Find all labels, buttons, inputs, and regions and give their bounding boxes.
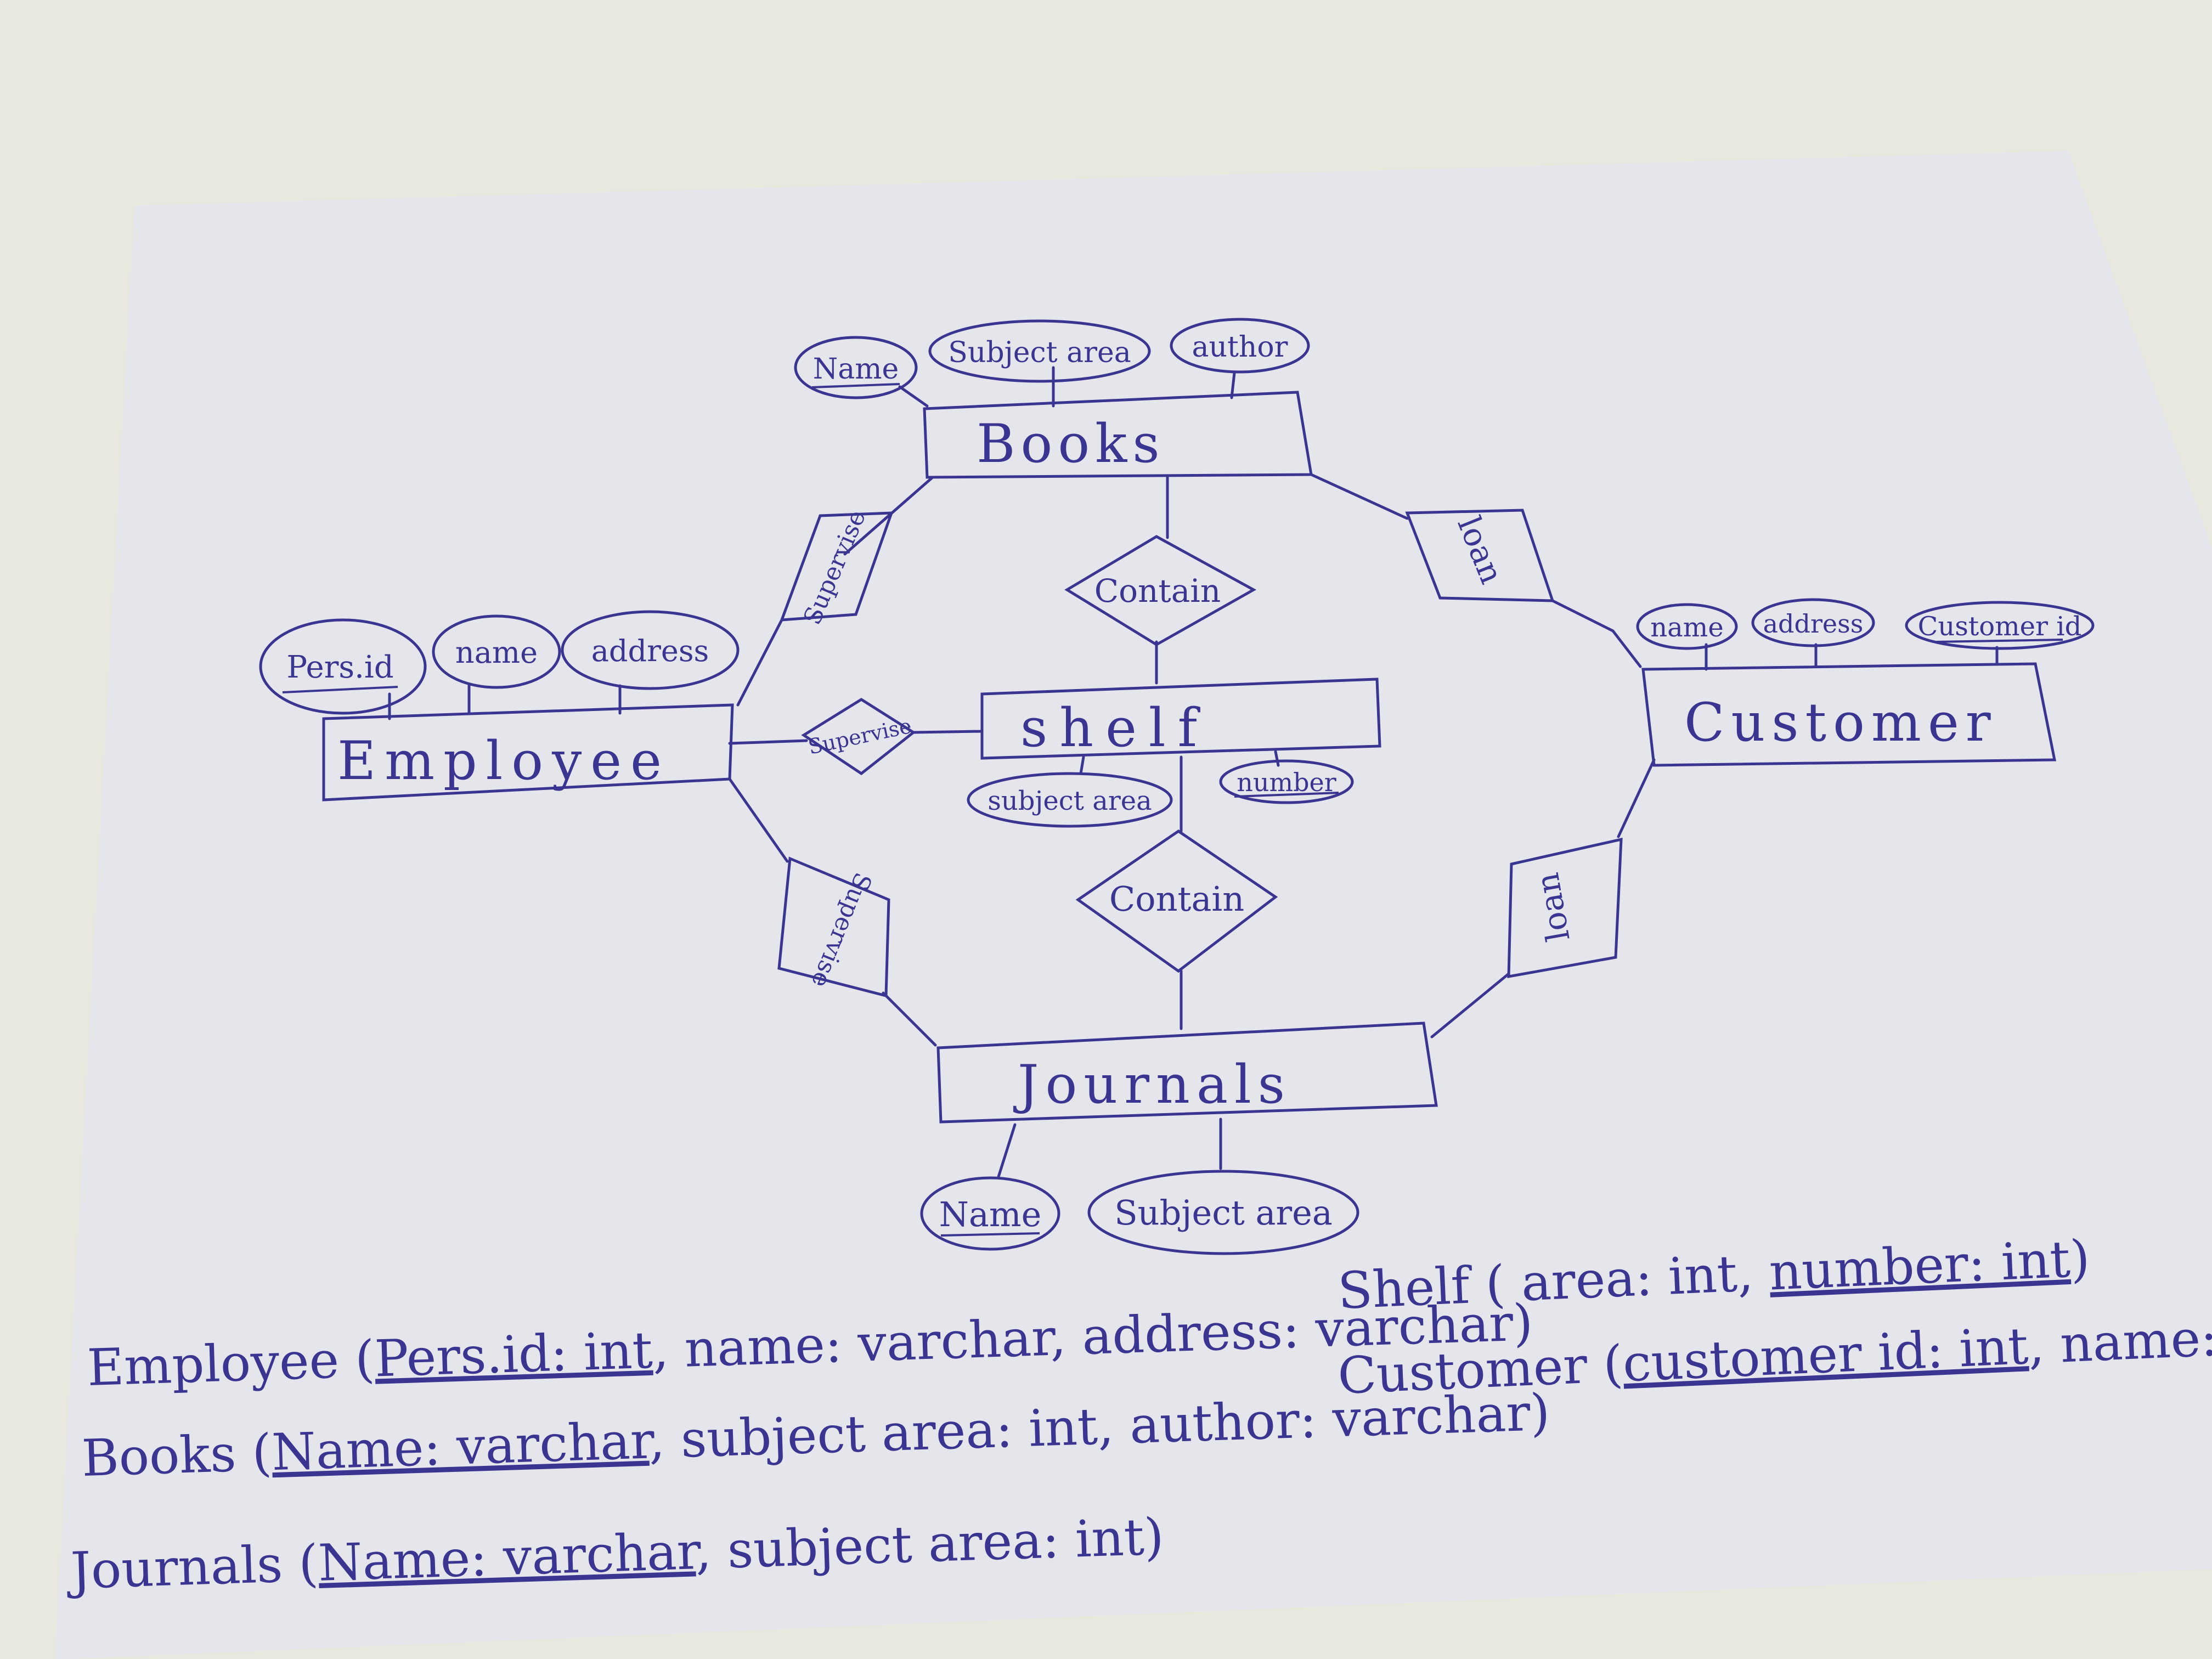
attribute-journals-subject-area-label: Subject area bbox=[1114, 1193, 1333, 1233]
attribute-books-author-label: author bbox=[1192, 331, 1288, 364]
connector-line bbox=[736, 618, 783, 707]
connector-line bbox=[997, 1123, 1017, 1178]
svg-text:Journals (Name: varchar, subje: Journals (Name: varchar, subject area: i… bbox=[65, 1507, 1165, 1600]
schema-books-key: Name: varchar bbox=[271, 1411, 656, 1482]
attribute-employee-name: name bbox=[432, 614, 561, 689]
attribute-customer-id: Customer id bbox=[1905, 601, 2095, 650]
connector-line bbox=[1551, 599, 1642, 668]
entity-books: Books bbox=[923, 391, 1313, 479]
schema-shelf-key: number: int bbox=[1768, 1230, 2072, 1302]
connector-line bbox=[728, 739, 808, 745]
attribute-shelf-subject-area-label: subject area bbox=[988, 786, 1152, 816]
schema-shelf-rest: ) bbox=[2069, 1229, 2091, 1288]
attribute-books-name: Name bbox=[794, 336, 918, 399]
entity-customer-label: Customer bbox=[1684, 692, 1997, 753]
attribute-key-underline bbox=[282, 686, 398, 693]
attribute-employee-name-label: name bbox=[455, 635, 538, 670]
attribute-customer-name: name bbox=[1636, 603, 1738, 650]
relationship-contain-top: Contain bbox=[1064, 535, 1257, 646]
attribute-employee-persid-label: Pers.id bbox=[286, 650, 393, 685]
attribute-books-subject-area: Subject area bbox=[928, 319, 1151, 383]
attribute-employee-address: address bbox=[561, 610, 740, 690]
connector-line bbox=[1310, 473, 1409, 520]
attribute-shelf-number: number bbox=[1219, 759, 1354, 804]
attribute-key-underline bbox=[1936, 639, 2063, 643]
relationship-contain-bottom-label: Contain bbox=[1109, 879, 1244, 919]
entity-journals-label: Journals bbox=[1013, 1054, 1291, 1115]
connector-lines bbox=[388, 366, 1999, 1178]
connector-line bbox=[1430, 972, 1510, 1039]
attribute-journals-subject-area: Subject area bbox=[1087, 1170, 1359, 1255]
connector-line bbox=[912, 730, 984, 734]
schema-employee-key: Pers.id: int bbox=[374, 1321, 653, 1389]
connector-line bbox=[843, 476, 934, 556]
entity-customer: Customer bbox=[1641, 662, 2057, 767]
entity-shelf-label: shelf bbox=[1020, 697, 1209, 759]
connector-line bbox=[882, 991, 937, 1047]
entity-journals: Journals bbox=[936, 1022, 1438, 1124]
connector-line bbox=[728, 777, 789, 863]
schema-journals-head: Journals ( bbox=[65, 1534, 319, 1600]
attribute-journals-name-label: Name bbox=[939, 1194, 1042, 1234]
attribute-employee-address-label: address bbox=[591, 634, 709, 668]
attribute-books-name-label: Name bbox=[813, 353, 899, 386]
connector-line bbox=[1274, 750, 1280, 767]
schema-books-head: Books ( bbox=[81, 1423, 273, 1488]
connector-line bbox=[898, 385, 929, 408]
schema-customer-head: Customer ( bbox=[1336, 1334, 1624, 1406]
attribute-key-underline bbox=[1234, 792, 1339, 798]
attribute-shelf-number-label: number bbox=[1237, 768, 1336, 797]
attribute-books-author: author bbox=[1170, 318, 1310, 374]
attribute-customer-name-label: name bbox=[1650, 612, 1723, 643]
attribute-shelf-subject-area: subject area bbox=[967, 772, 1173, 828]
connector-line bbox=[1079, 755, 1085, 775]
entity-books-label: Books bbox=[977, 413, 1165, 475]
attribute-key-underline bbox=[940, 1232, 1040, 1237]
attribute-customer-id-label: Customer id bbox=[1918, 611, 2082, 642]
relationship-contain-top-label: Contain bbox=[1094, 572, 1221, 610]
paper-sheet bbox=[55, 151, 2212, 1659]
attribute-books-subject-area-label: Subject area bbox=[948, 336, 1131, 369]
schema-journals: Journals (Name: varchar, subject area: i… bbox=[65, 1507, 1165, 1600]
svg-text:Employee (Pers.id: int, name:: Employee (Pers.id: int, name: varchar, a… bbox=[86, 1293, 1533, 1397]
attribute-key-underline bbox=[811, 383, 900, 388]
relationship-contain-bottom: Contain bbox=[1075, 829, 1278, 973]
schema-employee: Employee (Pers.id: int, name: varchar, a… bbox=[86, 1293, 1533, 1397]
attribute-customer-address-label: address bbox=[1763, 609, 1864, 639]
attribute-journals-name: Name bbox=[920, 1176, 1060, 1251]
attribute-employee-persid: Pers.id bbox=[259, 618, 427, 715]
entity-shelf: shelf bbox=[980, 678, 1381, 760]
connector-line bbox=[1230, 371, 1236, 399]
connector-line bbox=[1617, 758, 1656, 838]
entity-employee: Employee bbox=[322, 703, 734, 802]
schema-journals-key: Name: varchar bbox=[317, 1522, 702, 1593]
attribute-customer-address: address bbox=[1751, 598, 1875, 647]
schema-employee-head: Employee ( bbox=[86, 1330, 375, 1397]
entity-employee-label: Employee bbox=[337, 730, 670, 792]
